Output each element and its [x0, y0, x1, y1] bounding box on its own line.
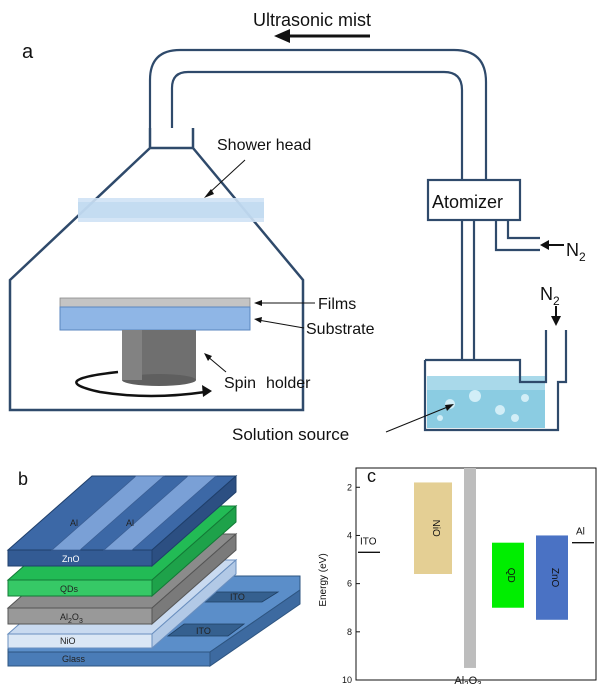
- glass-label: Glass: [62, 654, 86, 664]
- n2-sub-label: N2: [540, 284, 560, 308]
- ito-label-2: ITO: [196, 626, 211, 636]
- al-electrode-2: Al: [102, 475, 218, 551]
- band-nio: [414, 482, 452, 574]
- level-label-al: Al: [576, 527, 585, 538]
- al-label-2: Al: [126, 518, 134, 528]
- n2-arrow-sub: [551, 306, 561, 326]
- n2-inlet-tube: [494, 220, 540, 252]
- panel-a-letter: a: [22, 41, 34, 63]
- al-electrode-1: Al: [50, 475, 166, 551]
- spin-label: Spin: [224, 375, 256, 392]
- band-zno: [536, 535, 568, 620]
- y-tick-label-4: 4: [347, 530, 352, 540]
- shower-head-pointer: [206, 159, 246, 196]
- band-qd: [492, 542, 524, 608]
- substrate-layer: [59, 306, 251, 331]
- y-tick-label-6: 6: [347, 579, 352, 589]
- band-label-qd: QD: [505, 568, 516, 583]
- feed-tube: [460, 220, 476, 360]
- n2-arrow-main: [540, 240, 564, 250]
- panel-c-letter: c: [367, 466, 376, 486]
- solution-container: [423, 330, 568, 432]
- panel-c: c 2 4 6 8 10 NiO QD ZnO Al2O3 ITO Al Energy (eV): [318, 466, 597, 684]
- zno-label: ZnO: [62, 554, 80, 564]
- chart-marks: NiO QD ZnO Al2O3 ITO Al: [358, 468, 594, 684]
- atomizer-box: [426, 178, 522, 222]
- mist-tube: [148, 48, 488, 180]
- ito-strip-2: ITO: [166, 623, 246, 637]
- ito-label-1: ITO: [230, 592, 245, 602]
- spin-arrow: [75, 370, 206, 398]
- films-label: Films: [318, 296, 356, 313]
- al-label-1: Al: [70, 518, 78, 528]
- shower-head-label: Shower head: [217, 137, 311, 154]
- holder-label: holder: [266, 375, 311, 392]
- y-tick-label-8: 8: [347, 627, 352, 637]
- y-axis: 2 4 6 8 10: [342, 482, 360, 684]
- al2o3-label: Al2O3: [60, 612, 83, 625]
- band-al2o3: [464, 468, 476, 668]
- panel-b: b Glass ITO ITO NiO Al2O3: [6, 469, 301, 667]
- atomizer-label: Atomizer: [432, 192, 503, 212]
- mist-direction-arrow: [274, 29, 370, 43]
- n2-main-label: N2: [566, 240, 586, 264]
- films-layer: [59, 297, 251, 308]
- band-label-al2o3: Al2O3: [454, 675, 482, 684]
- band-label-zno: ZnO: [549, 568, 560, 588]
- level-label-ito: ITO: [360, 536, 377, 547]
- solution-source-label: Solution source: [232, 425, 349, 444]
- qds-label: QDs: [60, 584, 79, 594]
- y-tick-label-2: 2: [347, 482, 352, 492]
- deposition-chamber: [8, 128, 305, 412]
- ultrasonic-mist-label: Ultrasonic mist: [253, 10, 371, 30]
- y-tick-label-10: 10: [342, 675, 352, 684]
- substrate-label: Substrate: [306, 321, 375, 338]
- panel-a: a Ultrasonic mist Shower head Films Subs…: [8, 10, 586, 444]
- band-label-nio: NiO: [430, 520, 441, 537]
- nio-label: NiO: [60, 636, 76, 646]
- y-axis-label: Energy (eV): [318, 553, 329, 606]
- spin-holder: [122, 330, 196, 386]
- panel-b-letter: b: [18, 469, 28, 489]
